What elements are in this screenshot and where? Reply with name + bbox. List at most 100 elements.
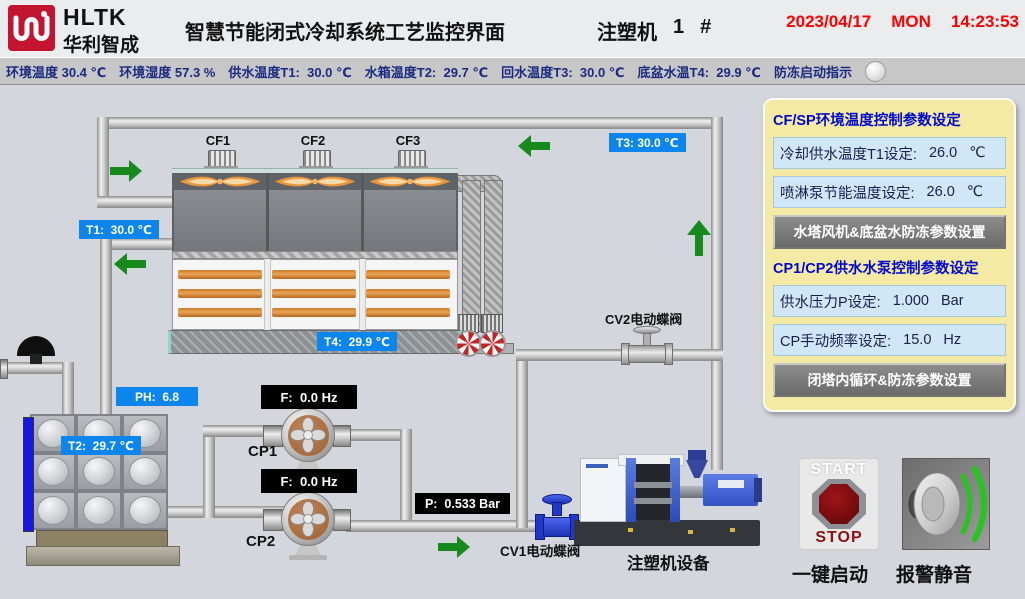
cv1-label: CV1电动蝶阀 [500, 544, 581, 559]
pipe-cp1-branch-h [203, 425, 269, 437]
spray-eco-temp-field[interactable]: 喷淋泵节能温度设定: 26.0 ℃ [773, 176, 1006, 208]
tank-dome [37, 457, 69, 487]
spray-eco-temp-value[interactable]: 26.0 [926, 184, 955, 200]
pipe-cv2-bypass [516, 349, 723, 361]
tag-ph: PH: 6.8 [116, 387, 198, 406]
spray-eco-temp-label: 喷淋泵节能温度设定: [780, 185, 915, 202]
valve-cv2[interactable] [621, 324, 673, 366]
page-title: 智慧节能闭式冷却系统工艺监控界面 [185, 22, 505, 44]
fan-cf3-motor-base [394, 166, 428, 169]
machine-column [626, 458, 636, 522]
machine-detail [628, 528, 633, 532]
start-text: START [810, 461, 868, 478]
pressure-setpoint-unit: Bar [941, 293, 964, 309]
coil-bar [366, 270, 450, 279]
pipe-tank-outlet [164, 506, 286, 518]
status-ambient-humidity: 环境湿度 57.3 % [119, 64, 216, 80]
time-text: 14:23:53 [950, 12, 1019, 31]
closed-loop-antifreeze-settings-button[interactable]: 闭塔内循环&防冻参数设置 [773, 363, 1006, 397]
fan-cf3-label: CF3 [395, 133, 421, 148]
tank-panel [122, 452, 168, 492]
fan-cf2-blades-icon[interactable] [267, 173, 362, 190]
pressure-setpoint-label: 供水压力P设定: [780, 294, 881, 311]
spray-pump-1-fan-icon[interactable] [455, 330, 482, 357]
machine-tie-bar [634, 482, 672, 488]
pipe-makeup-v [62, 362, 74, 420]
tank-level-indicator [23, 417, 34, 532]
fan-cf3-blades-icon[interactable] [363, 173, 458, 190]
tank-dome [83, 496, 115, 526]
tank-panel [76, 452, 122, 492]
tank-panel [30, 491, 76, 530]
tower-top-strip [172, 168, 458, 173]
coil-bar [272, 270, 356, 279]
pump-cp1[interactable] [263, 408, 351, 478]
t1-setpoint-field[interactable]: 冷却供水温度T1设定: 26.0 ℃ [773, 137, 1006, 169]
status-bar: 环境温度 30.4 ℃ 环境湿度 57.3 % 供水温度T1: 30.0 ℃ 水… [0, 57, 1025, 85]
pipe-return-top [97, 117, 723, 129]
machine-injection-unit [703, 474, 758, 506]
header: HLTK 华利智成 智慧节能闭式冷却系统工艺监控界面 注塑机 1 # 2023/… [0, 0, 1025, 57]
one-key-start-button[interactable]: START STOP [799, 458, 879, 550]
pressure-setpoint-value[interactable]: 1.000 [892, 293, 929, 309]
weekday-text: MON [891, 12, 931, 31]
injection-molding-machine [568, 448, 764, 554]
cp-manual-freq-value[interactable]: 15.0 [903, 332, 932, 348]
one-key-start-label: 一键启动 [792, 565, 869, 586]
cp-manual-freq-unit: Hz [943, 332, 962, 348]
machine-name: 注塑机 [597, 22, 657, 44]
makeup-valve-stem [30, 354, 42, 364]
machine-end-cap [754, 478, 762, 502]
cp1-frequency-display: F: 0.0 Hz [261, 385, 357, 409]
tank-panel [30, 452, 76, 492]
status-return-temp-t3: 回水温度T3: 30.0 ℃ [501, 64, 625, 80]
coil-bar [178, 308, 262, 317]
status-basin-temp-t4: 底盆水温T4: 29.9 ℃ [637, 64, 761, 80]
t1-setpoint-value[interactable]: 26.0 [928, 145, 958, 161]
coil-bar [178, 289, 262, 298]
pipe-cp1-down [400, 429, 412, 528]
pressure-setpoint-field[interactable]: 供水压力P设定: 1.000 Bar [773, 285, 1006, 317]
cv1-body [543, 517, 571, 537]
tag-t2: T2: 29.7 ℃ [61, 436, 141, 455]
coil-bar [272, 289, 356, 298]
cp-manual-freq-field[interactable]: CP手动频率设定: 15.0 Hz [773, 324, 1006, 356]
cv2-body [628, 345, 666, 363]
fan-cf1-blades-icon[interactable] [172, 173, 267, 190]
fan-cf1-motor-base [204, 166, 238, 169]
tower-cell-divider [266, 173, 269, 251]
pump-cp2[interactable] [263, 492, 351, 562]
water-tank [30, 414, 168, 530]
status-tank-temp-t2: 水箱温度T2: 29.7 ℃ [364, 64, 489, 80]
tank-dome [129, 457, 161, 487]
tank-dome [129, 496, 161, 526]
stop-octagon-icon [812, 479, 866, 529]
date-text: 2023/04/17 [786, 12, 872, 31]
t1-setpoint-label: 冷却供水温度T1设定: [780, 146, 917, 163]
tower-basin [168, 330, 462, 354]
fan-antifreeze-settings-button[interactable]: 水塔风机&底盆水防冻参数设置 [773, 215, 1006, 249]
machine-number: 1 [673, 16, 685, 38]
alarm-mute-button[interactable] [902, 458, 990, 550]
tank-pedestal [26, 546, 180, 566]
tower-fan-band [172, 173, 458, 190]
machine-column [670, 458, 680, 522]
flow-arrow-left-icon [518, 135, 550, 162]
tank-dome [83, 457, 115, 487]
cp2-casing [281, 492, 335, 546]
pipe-makeup-flange [0, 359, 8, 379]
parameter-panel: CF/SP环境温度控制参数设定 冷却供水温度T1设定: 26.0 ℃ 喷淋泵节能… [763, 98, 1016, 412]
pipe-cp1-branch-v [203, 425, 215, 518]
section1-title: CF/SP环境温度控制参数设定 [773, 113, 961, 129]
pipe-makeup-h [2, 362, 74, 374]
logo-name: 华利智成 [63, 35, 140, 56]
cp1-outlet-flange [333, 425, 351, 447]
machine-brand-mark [586, 464, 608, 468]
spray-pump-2-fan-icon[interactable] [479, 330, 506, 357]
fan-cf1-label: CF1 [205, 133, 231, 148]
alarm-mute-label: 报警静音 [896, 565, 973, 586]
spray-pipe-1 [462, 180, 481, 332]
cp2-frequency-display: F: 0.0 Hz [261, 469, 357, 493]
fan-cf2-label: CF2 [300, 133, 326, 148]
